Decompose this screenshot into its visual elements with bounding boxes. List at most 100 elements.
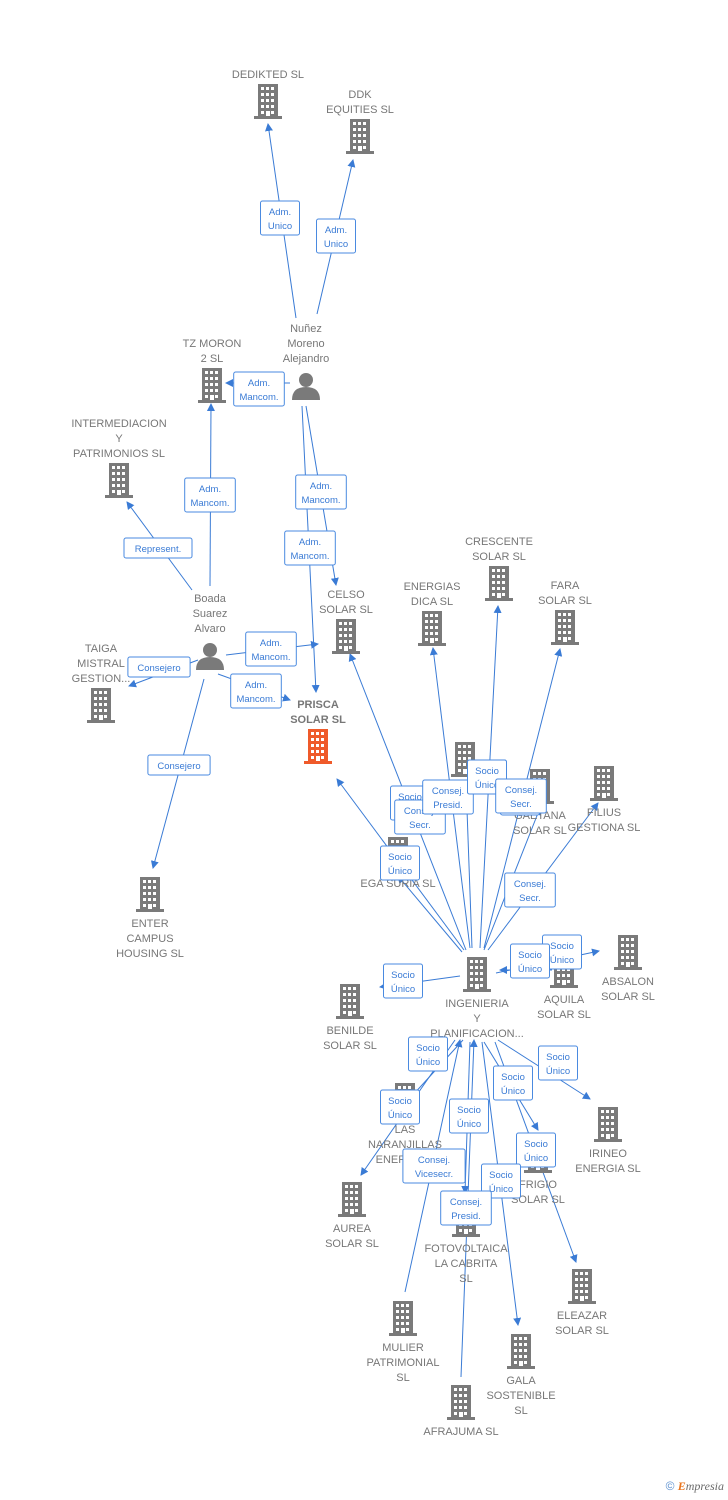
node-label-line: Moreno <box>287 338 324 350</box>
building-icon <box>614 935 642 970</box>
edge-label-text: Único <box>501 1086 525 1097</box>
edge-label[interactable]: Adm.Mancom. <box>245 631 297 667</box>
edge-label-text: Presid. <box>433 800 463 811</box>
building-icon <box>304 729 332 764</box>
edge-label-text: Mancom. <box>251 652 290 663</box>
building-icon <box>105 463 133 498</box>
building-icon <box>389 1301 417 1336</box>
building-icon <box>336 984 364 1019</box>
node-label-line: 2 SL <box>201 353 224 365</box>
edge-label-text: Socio <box>489 1170 513 1181</box>
brand-logo[interactable]: Empresia <box>677 1479 724 1493</box>
edge-label[interactable]: Consej.Vicesecr. <box>402 1148 466 1184</box>
edge-label[interactable]: Consej.Secr. <box>504 872 556 908</box>
node-label-line: SOLAR SL <box>555 1325 609 1337</box>
node-label-line: SL <box>459 1273 472 1285</box>
edge-label-text: Adm. <box>199 484 221 495</box>
edge-label-text: Socio <box>518 950 542 961</box>
edge-label[interactable]: Adm. Mancom. <box>184 477 236 513</box>
edge-label-text: Mancom. <box>301 495 340 506</box>
edge-label-text: Socio <box>416 1043 440 1054</box>
node-afrajuma[interactable]: AFRAJUMA SL <box>423 1385 499 1438</box>
node-label-line: GALA <box>506 1375 536 1387</box>
node-label-line: DICA SL <box>411 596 453 608</box>
edge-label[interactable]: Adm.Mancom. <box>284 530 336 566</box>
node-label-line: TZ MORON <box>183 338 242 350</box>
edge-label-text: Represent. <box>135 544 181 555</box>
edge-label[interactable]: Consej.Secr. <box>495 778 547 814</box>
edge-label-text: Único <box>524 1153 548 1164</box>
node-taiga[interactable]: TAIGAMISTRALGESTION... <box>72 643 131 723</box>
node-label-line: GESTIONA SL <box>568 822 641 834</box>
edge-label[interactable]: Consejero <box>147 754 211 776</box>
edge-label-text: Unico <box>324 239 348 250</box>
building-icon <box>594 1107 622 1142</box>
edge-label[interactable]: Adm.Mancom. <box>233 371 285 407</box>
edge-label[interactable]: Consej.Presid. <box>440 1190 492 1226</box>
edge-label-text: Mancom. <box>190 498 229 509</box>
node-label-line: PATRIMONIAL <box>367 1357 440 1369</box>
edge-label[interactable]: Adm.Mancom. <box>295 474 347 510</box>
edge-ingenieria-egasuria[interactable] <box>397 875 463 953</box>
edge-label-text: Único <box>518 964 542 975</box>
edge-label[interactable]: Consejero <box>127 656 191 678</box>
building-icon <box>254 84 282 119</box>
node-label-line: SOLAR SL <box>472 551 526 563</box>
edge-label-text: Adm. <box>325 225 347 236</box>
node-tzmoron[interactable]: TZ MORON 2 SL <box>183 338 242 403</box>
edge-label-text: Único <box>550 955 574 966</box>
building-icon <box>87 688 115 723</box>
edge-label-text: Consejero <box>137 663 180 674</box>
edge-label[interactable]: Adm. Unico <box>316 218 356 254</box>
edge-label-text: Consej. <box>450 1197 482 1208</box>
edge-label[interactable]: Consej.Presid. <box>422 779 474 815</box>
node-dedikted[interactable]: DEDIKTED SL <box>232 69 304 119</box>
edge-label-text: Socio <box>524 1139 548 1150</box>
edge-label-text: Socio <box>475 766 499 777</box>
node-label-line: Y <box>473 1013 481 1025</box>
edge-label[interactable]: Represent. <box>123 537 193 559</box>
edge-label-text: Secr. <box>409 820 431 831</box>
node-label-line: Nuñez <box>290 323 322 335</box>
node-ingenieria[interactable]: INGENIERIAYPLANIFICACION... <box>430 957 524 1040</box>
edge-label[interactable]: Adm.Mancom. <box>230 673 282 709</box>
copyright-footer: © Empresia <box>666 1479 724 1494</box>
edge-label[interactable]: Adm.Unico <box>260 200 300 236</box>
node-label-line: PRISCA <box>297 699 339 711</box>
node-label-line: FRIGIO <box>519 1179 557 1191</box>
node-label-line: Boada <box>194 593 227 605</box>
node-label-line: FARA <box>551 580 580 592</box>
node-label-line: Suarez <box>193 608 228 620</box>
